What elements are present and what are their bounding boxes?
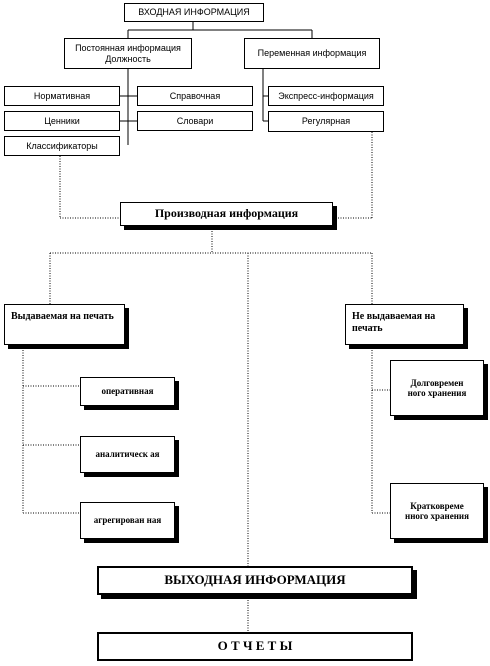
regular-label: Регулярная xyxy=(301,116,351,127)
printed-box: Выдаваемая на печать xyxy=(4,304,125,345)
classifiers-box: Классификаторы xyxy=(4,136,120,156)
express-info-label: Экспресс-информация xyxy=(278,90,374,101)
input-info-title: ВХОДНАЯ ИНФОРМАЦИЯ xyxy=(138,7,250,18)
operational-label: оперативная xyxy=(101,386,154,397)
analytical-label: аналитическ ая xyxy=(95,449,160,460)
classifiers-label: Классификаторы xyxy=(26,140,98,151)
price-tags-box: Ценники xyxy=(4,111,120,131)
input-info-box: ВХОДНАЯ ИНФОРМАЦИЯ xyxy=(124,3,264,22)
variable-info-box: Переменная информация xyxy=(244,38,380,69)
derived-info-box: Производная информация xyxy=(120,202,333,226)
constant-info-label: Постоянная информация xyxy=(75,43,181,54)
constant-info-box: Постоянная информация Должность xyxy=(64,38,192,69)
normative-label: Нормативная xyxy=(33,90,91,101)
aggregated-box: агрегирован ная xyxy=(80,502,175,539)
constant-info-position: Должность xyxy=(105,53,151,64)
dictionaries-box: Словари xyxy=(137,111,253,131)
not-printed-title: Не выдаваемая на печать xyxy=(352,311,436,334)
reference-label: Справочная xyxy=(169,90,221,101)
printed-title: Выдаваемая на печать xyxy=(11,311,114,322)
short-term-box: Кратковреме нного хранения xyxy=(390,483,484,539)
express-info-box: Экспресс-информация xyxy=(268,86,384,106)
not-printed-box: Не выдаваемая на печать xyxy=(345,304,464,345)
aggregated-label: агрегирован ная xyxy=(93,515,162,526)
regular-box: Регулярная xyxy=(268,111,384,132)
reports-box: О Т Ч Е Т Ы xyxy=(97,632,413,661)
output-info-title: ВЫХОДНАЯ ИНФОРМАЦИЯ xyxy=(164,572,346,588)
price-tags-label: Ценники xyxy=(44,115,80,126)
long-term-box: Долговремен ного хранения xyxy=(390,360,484,416)
analytical-box: аналитическ ая xyxy=(80,436,175,473)
derived-info-title: Производная информация xyxy=(154,206,299,221)
output-info-box: ВЫХОДНАЯ ИНФОРМАЦИЯ xyxy=(97,566,413,595)
dictionaries-label: Словари xyxy=(176,115,214,126)
short-term-label: Кратковреме нного хранения xyxy=(405,500,469,521)
operational-box: оперативная xyxy=(80,377,175,406)
reports-title: О Т Ч Е Т Ы xyxy=(217,638,293,654)
reference-box: Справочная xyxy=(137,86,253,106)
normative-box: Нормативная xyxy=(4,86,120,106)
variable-info-label: Переменная информация xyxy=(257,48,367,59)
long-term-label: Долговремен ного хранения xyxy=(407,377,467,398)
